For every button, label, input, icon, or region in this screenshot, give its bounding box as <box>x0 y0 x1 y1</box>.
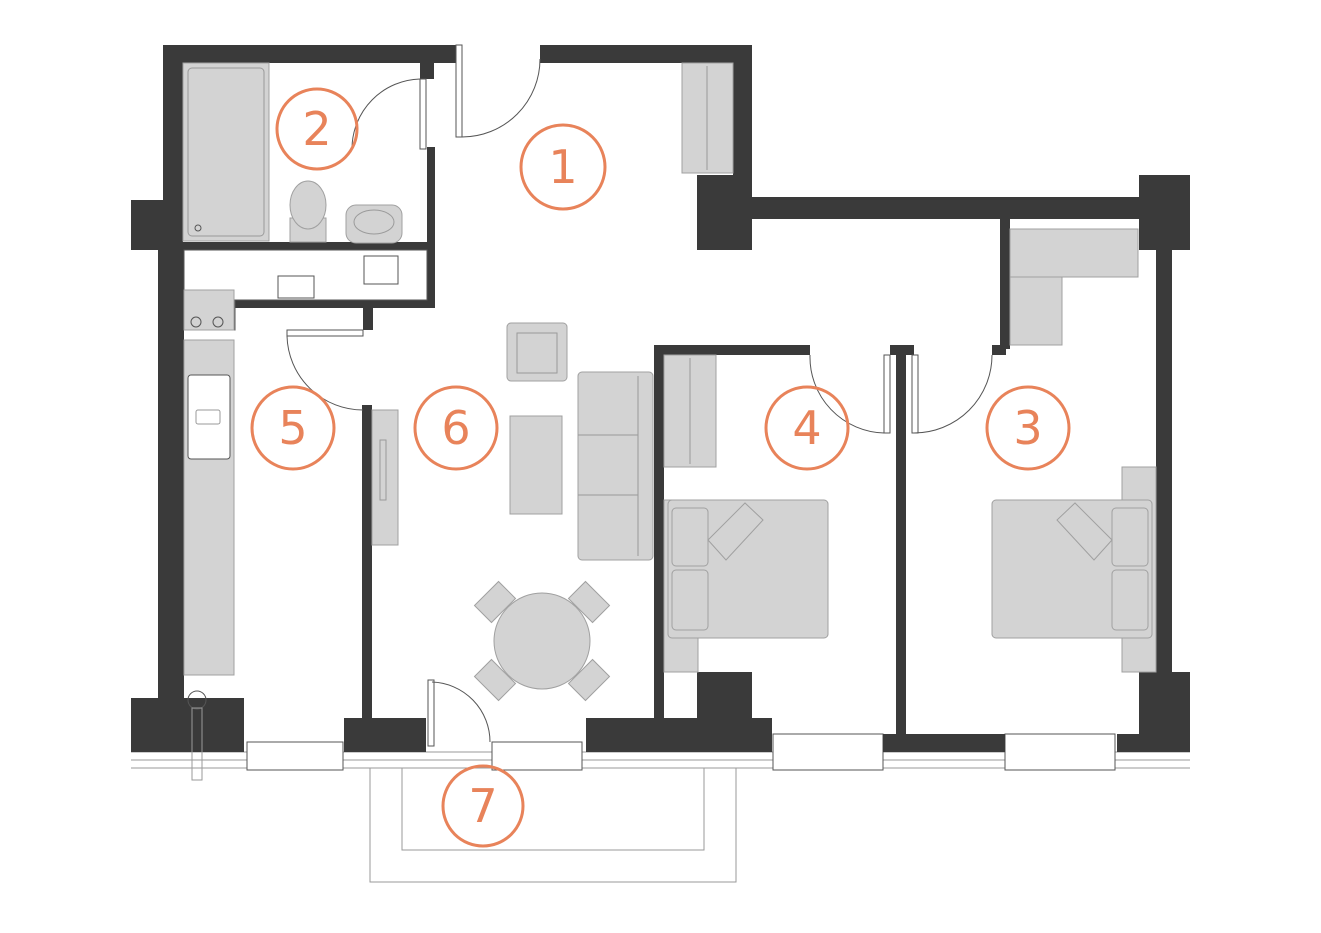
room-number-4: 4 <box>792 401 821 455</box>
room-number-3: 3 <box>1013 401 1042 455</box>
wardrobe-bedroom-3 <box>1009 228 1139 346</box>
room-marker-3[interactable]: 3 <box>985 385 1071 471</box>
sofa <box>577 371 654 561</box>
washbasin <box>345 204 403 244</box>
balcony-outline <box>369 767 737 883</box>
room-number-7: 7 <box>468 779 497 833</box>
room-marker-4[interactable]: 4 <box>764 385 850 471</box>
room-marker-6[interactable]: 6 <box>413 385 499 471</box>
kitchen-counter <box>183 249 428 781</box>
doors <box>286 44 993 747</box>
wardrobe-hall <box>681 62 734 174</box>
room-number-1: 1 <box>548 140 577 194</box>
room-marker-1[interactable]: 1 <box>519 123 607 211</box>
coffee-table <box>509 415 563 515</box>
armchair <box>506 322 568 382</box>
tv-unit <box>371 409 399 546</box>
room-number-5: 5 <box>278 401 307 455</box>
dining-table <box>473 580 611 702</box>
toilet <box>289 180 327 243</box>
windows <box>131 733 1190 771</box>
room-marker-2[interactable]: 2 <box>275 87 359 171</box>
bed-bedroom-4 <box>663 499 829 673</box>
wardrobe-bedroom-4 <box>663 354 717 468</box>
room-marker-5[interactable]: 5 <box>250 385 336 471</box>
bathtub <box>182 62 270 242</box>
room-number-2: 2 <box>302 102 331 156</box>
room-number-6: 6 <box>441 401 470 455</box>
room-marker-7[interactable]: 7 <box>441 764 525 848</box>
bed-bedroom-3 <box>991 466 1157 673</box>
walls <box>131 45 1190 752</box>
